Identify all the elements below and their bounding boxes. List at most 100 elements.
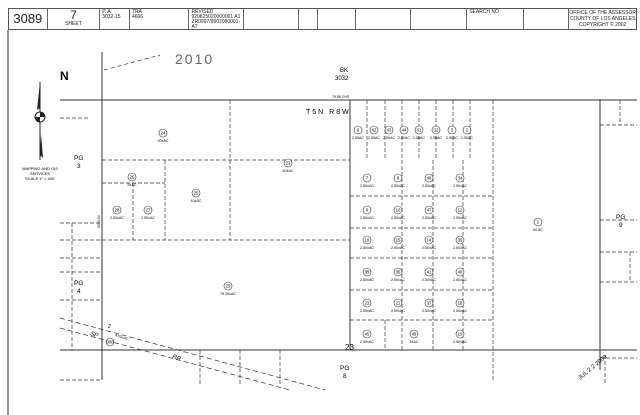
parcel-3[interactable]: 32.50AC [446, 125, 458, 140]
parcel-36[interactable]: 362.50±AC [391, 267, 405, 282]
side-dimension: 2640.00 [97, 215, 101, 228]
parcel-43[interactable]: 432.50AC [383, 125, 395, 140]
parcel-circle-icon [455, 329, 465, 339]
office-line3: COPYRIGHT © 2002 [579, 22, 627, 28]
parcel-number: 27 [146, 208, 151, 213]
parcel-22[interactable]: 22 2.50±AC [360, 298, 374, 313]
blank-cell [318, 9, 357, 29]
parcel-47[interactable]: 472.50±AC [422, 205, 436, 220]
parcel-area: 2.50±AC [453, 309, 467, 313]
parcel-circle-icon [409, 329, 419, 339]
parcel-12[interactable]: 12 2.50±AC [453, 205, 467, 220]
parcel-area: 2.50AC [461, 136, 473, 140]
parcel-1[interactable]: 1 60 AC [533, 217, 543, 232]
parcel-circle-icon [399, 125, 409, 135]
parcel-18[interactable]: 182.50±AC [453, 298, 467, 313]
parcel-37[interactable]: 372.50±AC [422, 298, 436, 313]
parcel-area: 2.50±AC [391, 184, 405, 188]
parcel-circle-icon [455, 267, 465, 277]
parcel-number: 22 [365, 301, 370, 306]
parcel-area: 60 AC [533, 228, 543, 232]
parcel-39[interactable]: 392.50±AC [453, 235, 467, 250]
tra-label: TRA [131, 9, 142, 15]
parcel-circle-icon [362, 329, 372, 339]
row-note: 2 [107, 324, 111, 330]
pg8-label: PG [340, 365, 349, 372]
parcel-area: 2.50AC [398, 136, 410, 140]
parcel-28[interactable]: 282.50±AC [110, 205, 124, 220]
parcel-area: 2.50±AC [360, 309, 374, 313]
north-arrow-icon [34, 82, 46, 160]
parcel-9[interactable]: 92.50±AC [360, 205, 374, 220]
parcel-area: 10±AC [191, 199, 202, 203]
parcel-49[interactable]: 495±AC [409, 329, 419, 344]
parcel-26[interactable]: 265±AC [128, 172, 137, 187]
bk-label: BK [340, 68, 348, 74]
parcel-32[interactable]: 322.50AC [430, 125, 442, 140]
parcel-number: 28 [115, 208, 120, 213]
parcel-area: 2.50±AC [360, 340, 374, 344]
parcel-area: 2.50±AC [422, 246, 436, 250]
parcel-area: 2.50±AC [422, 184, 436, 188]
parcel-circle-icon [455, 173, 465, 183]
parcel-number: 3 [451, 128, 454, 133]
parcel-35[interactable]: 352.50±AC [360, 267, 374, 282]
parcel-27[interactable]: 272.50±AC [141, 205, 155, 220]
parcel-area: 2.50±AC [453, 278, 467, 282]
parcel-area: 2.50±AC [453, 184, 467, 188]
parcel-circle-icon [447, 125, 457, 135]
parcel-number: 8 [397, 176, 400, 181]
parcel-number: 24 [161, 131, 166, 136]
pa-value: 3032-15 [102, 14, 121, 20]
parcel-number: 1 [537, 220, 540, 225]
parcel-21[interactable]: 212.50±AC [391, 298, 405, 313]
sheet-cell: 7 SHEET [48, 9, 101, 29]
parcel-area: 2.50±AC [453, 340, 467, 344]
parcel-44[interactable]: 442.50AC [398, 125, 410, 140]
parcel-31[interactable]: 312.50AC [413, 125, 425, 140]
parcel-area: 2.50±AC [422, 278, 436, 282]
parcel-circle-icon [393, 298, 403, 308]
parcel-number: 12 [458, 208, 463, 213]
legend-line1: MAPPING AND GIS [22, 166, 58, 171]
parcel-number: 41 [427, 270, 432, 275]
parcel-number: 10 [396, 208, 401, 213]
parcel-7[interactable]: 72.50±AC [360, 173, 374, 188]
parcel-16[interactable]: 162.50±AC [360, 235, 374, 250]
parcel-circle-icon [424, 173, 434, 183]
parcel-circle-icon [191, 188, 201, 198]
parcel-15[interactable]: 152.50±AC [391, 235, 405, 250]
parcel-number: 35 [365, 270, 370, 275]
parcel-number: 15 [396, 238, 401, 243]
parcel-area: 2.50AC [413, 136, 425, 140]
parcel-34[interactable]: 342.50±AC [453, 173, 467, 188]
parcel-900[interactable]: 900 [105, 337, 115, 347]
parcel-circle-icon [393, 173, 403, 183]
parcel-40[interactable]: 402.50±AC [453, 267, 467, 282]
parcel-45[interactable]: 452.50±AC [360, 329, 374, 344]
parcel-number: 43 [387, 128, 392, 133]
parcel-42[interactable]: 422.50AC [368, 125, 380, 140]
parcel-2[interactable]: 22.50AC [461, 125, 473, 140]
parcel-area: 2.50±AC [453, 216, 467, 220]
parcel-19[interactable]: 192.50±AC [453, 329, 467, 344]
revised-line2: ZR0997/9902080001-A7 [191, 19, 241, 30]
parcel-14[interactable]: 142.50±AC [422, 235, 436, 250]
parcel-circle-icon [362, 235, 372, 245]
blank-cell [411, 9, 468, 29]
parcel-circle-icon [362, 298, 372, 308]
parcel-circle-icon [393, 235, 403, 245]
revised-line1: 920825020000001 A1 [191, 14, 241, 20]
parcel-41[interactable]: 41 2.50±AC [422, 267, 436, 282]
parcel-number: 9 [366, 208, 369, 213]
parcel-46[interactable]: 462.50±AC [422, 173, 436, 188]
parcel-10[interactable]: 102.50±AC [391, 205, 405, 220]
date-stamp: JUL 2 2 2009 [577, 354, 609, 382]
parcel-8[interactable]: 8 2.50±AC [391, 173, 405, 188]
parcel-6[interactable]: 62.50AC [352, 125, 364, 140]
parcel-area: 2.50AC [352, 136, 364, 140]
